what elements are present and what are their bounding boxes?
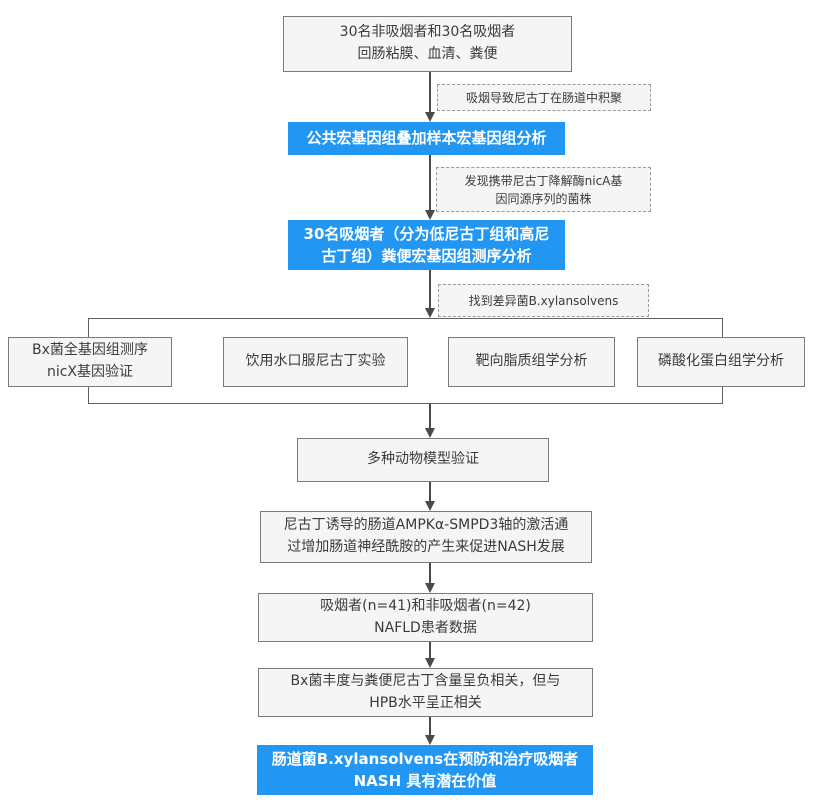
arrow-down-1 bbox=[423, 72, 437, 122]
note-nica-gene-strains: 发现携带尼古丁降解酶nicA基 因同源序列的菌株 bbox=[436, 167, 651, 212]
node-public-metagenome-analysis: 公共宏基因组叠加样本宏基因组分析 bbox=[288, 122, 565, 155]
node-conclusion: 肠道菌B.xylansolvens在预防和治疗吸烟者 NASH 具有潜在价值 bbox=[257, 745, 593, 795]
note-nicotine-accumulation: 吸烟导致尼古丁在肠道中积聚 bbox=[437, 84, 651, 111]
note-differential-bacteria: 找到差异菌B.xylansolvens bbox=[438, 284, 649, 317]
arrow-shaft bbox=[429, 717, 431, 736]
arrow-head-icon bbox=[424, 658, 435, 668]
arrow-down-7 bbox=[423, 642, 437, 668]
node-oral-nicotine-experiment: 饮用水口服尼古丁实验 bbox=[223, 337, 408, 387]
arrow-down-6 bbox=[423, 563, 437, 593]
node-nafld-cohort: 吸烟者(n=41)和非吸烟者(n=42) NAFLD患者数据 bbox=[258, 593, 593, 642]
arrow-down-4 bbox=[423, 404, 437, 438]
arrow-down-3 bbox=[423, 270, 437, 318]
arrow-shaft bbox=[429, 270, 431, 309]
arrow-shaft bbox=[429, 482, 431, 502]
node-samples: 30名非吸烟者和30名吸烟者 回肠粘膜、血清、粪便 bbox=[283, 16, 572, 72]
arrow-shaft bbox=[429, 404, 431, 429]
arrow-head-icon bbox=[424, 583, 435, 593]
arrow-down-8 bbox=[423, 717, 437, 745]
node-ampk-smpd3-mechanism: 尼古丁诱导的肠道AMPKα-SMPD3轴的激活通 过增加肠道神经酰胺的产生来促进… bbox=[260, 511, 592, 563]
node-lipidomics: 靶向脂质组学分析 bbox=[448, 337, 615, 387]
node-smokers-metagenome-seq: 30名吸烟者（分为低尼古丁组和高尼 古丁组）粪便宏基因组测序分析 bbox=[288, 220, 565, 270]
arrow-head-icon bbox=[424, 428, 435, 438]
arrow-shaft bbox=[429, 72, 431, 113]
arrow-head-icon bbox=[424, 112, 435, 122]
arrow-down-5 bbox=[423, 482, 437, 511]
arrow-down-2 bbox=[423, 155, 437, 220]
node-phosphoproteomics: 磷酸化蛋白组学分析 bbox=[637, 337, 805, 387]
arrow-head-icon bbox=[424, 501, 435, 511]
arrow-shaft bbox=[429, 155, 431, 211]
arrow-head-icon bbox=[424, 735, 435, 745]
node-bx-correlation: Bx菌丰度与粪便尼古丁含量呈负相关，但与 HPB水平呈正相关 bbox=[258, 668, 593, 717]
node-bx-wgs: Bx菌全基因组测序 nicX基因验证 bbox=[8, 337, 172, 387]
arrow-shaft bbox=[429, 642, 431, 659]
node-animal-models: 多种动物模型验证 bbox=[297, 438, 549, 482]
arrow-head-icon bbox=[424, 308, 435, 318]
arrow-shaft bbox=[429, 563, 431, 584]
arrow-head-icon bbox=[424, 210, 435, 220]
